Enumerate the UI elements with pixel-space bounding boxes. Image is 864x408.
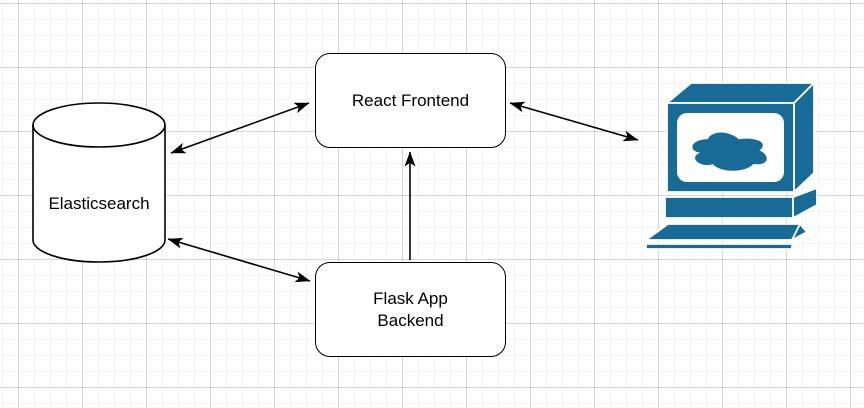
react-frontend-node[interactable]: React Frontend [315, 53, 506, 148]
elasticsearch-cylinder[interactable] [32, 102, 166, 263]
cloud-computer-icon[interactable] [645, 82, 818, 250]
react-frontend-label: React Frontend [351, 90, 470, 110]
edge-elasticsearch-flask[interactable] [167, 237, 311, 283]
elasticsearch-label: Elasticsearch [48, 194, 150, 213]
flask-backend-label: Flask App Backend [373, 288, 448, 330]
edge-elasticsearch-react[interactable] [170, 102, 310, 154]
cloud-glyph [692, 132, 767, 171]
flask-backend-node[interactable]: Flask App Backend [315, 262, 506, 357]
edge-react-computer[interactable] [509, 101, 639, 142]
